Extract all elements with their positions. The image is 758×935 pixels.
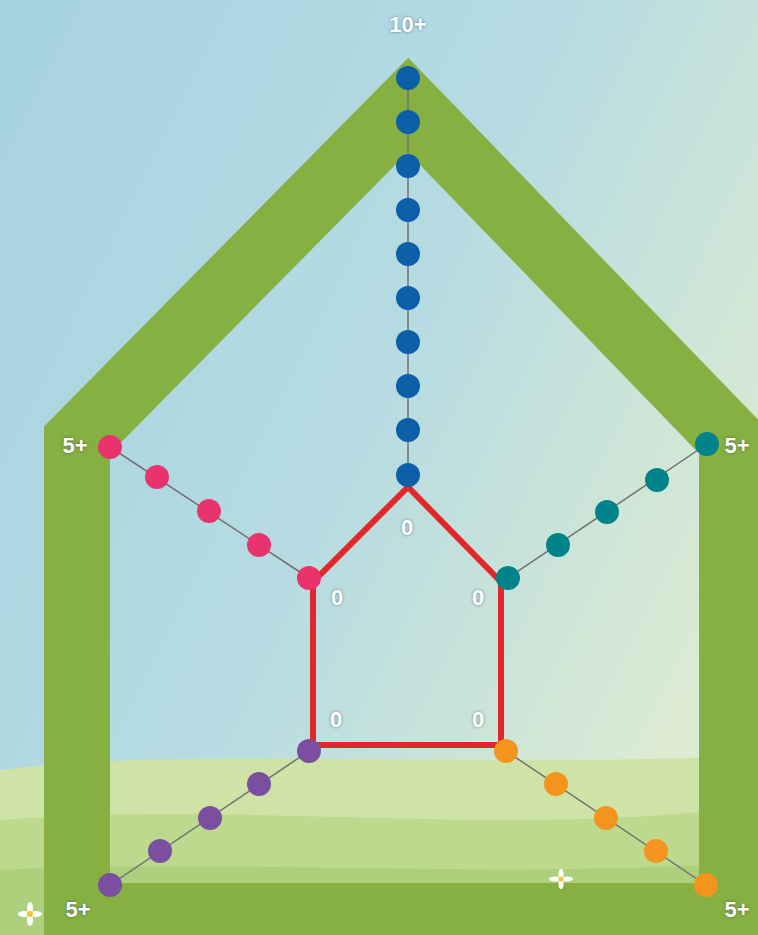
spoke-line	[110, 751, 309, 885]
spoke-dot	[396, 110, 420, 134]
inner-score: 0	[472, 587, 484, 609]
corner-score: 5+	[724, 899, 749, 921]
spoke-dot	[396, 154, 420, 178]
house-floor	[44, 883, 758, 935]
spoke-dot	[247, 533, 271, 557]
inner-score: 0	[472, 709, 484, 731]
inner-score: 0	[401, 517, 413, 539]
daisy	[549, 869, 573, 889]
front-hill	[0, 862, 758, 935]
spoke-line	[110, 447, 309, 578]
corner-score: 5+	[62, 435, 87, 457]
corner-score: 5+	[724, 435, 749, 457]
spoke-line	[506, 751, 706, 885]
inner-score: 0	[330, 709, 342, 731]
top-score: 10+	[389, 14, 426, 36]
dot-spokes	[98, 66, 719, 897]
spoke-dot	[396, 66, 420, 90]
orange-spoke	[494, 739, 718, 897]
spoke-line	[508, 444, 707, 578]
spoke-dot	[496, 566, 520, 590]
spoke-dot	[148, 839, 172, 863]
spoke-line	[407, 78, 409, 475]
spoke-dot	[644, 839, 668, 863]
spoke-dot	[145, 465, 169, 489]
spoke-dot	[695, 432, 719, 456]
spoke-dot	[396, 463, 420, 487]
spoke-dot	[396, 330, 420, 354]
spoke-dot	[396, 374, 420, 398]
spoke-dot	[546, 533, 570, 557]
spoke-dot	[297, 739, 321, 763]
spoke-dot	[396, 242, 420, 266]
spoke-dot	[198, 806, 222, 830]
spoke-dot	[645, 468, 669, 492]
blue-spoke	[396, 66, 420, 487]
spoke-dot	[247, 772, 271, 796]
spoke-dot	[494, 739, 518, 763]
back-hill	[0, 755, 758, 935]
spoke-dot	[396, 198, 420, 222]
spoke-dot	[694, 873, 718, 897]
spoke-dot	[297, 566, 321, 590]
spoke-dot	[98, 873, 122, 897]
purple-spoke	[98, 739, 321, 897]
inner-house	[313, 487, 501, 745]
house-outline	[77, 105, 732, 935]
spoke-dot	[197, 499, 221, 523]
teal-spoke	[496, 432, 719, 590]
daisy	[18, 902, 42, 926]
middle-hill	[0, 805, 758, 935]
inner-score: 0	[331, 587, 343, 609]
corner-score: 5+	[65, 899, 90, 921]
pink-spoke	[98, 435, 321, 590]
spoke-dot	[594, 806, 618, 830]
spoke-dot	[595, 500, 619, 524]
spoke-dot	[98, 435, 122, 459]
spoke-dot	[396, 418, 420, 442]
spoke-dot	[544, 772, 568, 796]
spoke-dot	[396, 286, 420, 310]
